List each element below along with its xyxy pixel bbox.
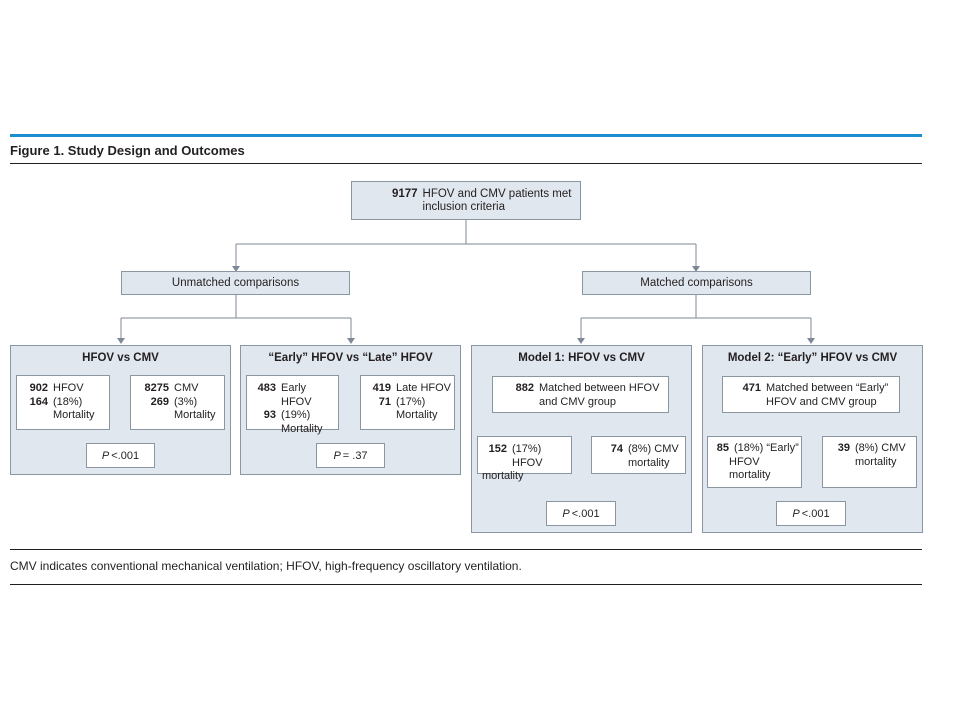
panel3-p-value-box: P<.001: [546, 501, 616, 526]
panel4-cmv-mortality-box: 39 (8%) CMV mortality: [822, 436, 917, 488]
panel4-p-label: P: [792, 507, 800, 520]
panel4-matched-box: 471 Matched between “Early” HFOV and CMV …: [722, 376, 900, 413]
panel4-cmv-deaths: 39: [837, 442, 850, 454]
panel4-early-deaths: 85: [716, 442, 729, 454]
panel1-hfov-deaths: 164: [29, 395, 48, 408]
panel2-p-value-box: P= .37: [316, 443, 385, 468]
panel1-cmv-label: CMV: [174, 382, 199, 394]
panel2-p-value: = .37: [342, 449, 368, 462]
matched-split: [581, 295, 811, 319]
panel4-p-value: <.001: [801, 507, 830, 520]
panel2-title: “Early” HFOV vs “Late” HFOV: [268, 352, 433, 364]
panel4-p-value-box: P<.001: [776, 501, 846, 526]
panel3-p-value: <.001: [571, 507, 600, 520]
panel2-early-box: 483 Early HFOV 93 (19%) Mortality: [246, 375, 339, 435]
panel3-cmv-line1: (8%) CMV: [628, 443, 679, 455]
panel1-title: HFOV vs CMV: [82, 352, 159, 364]
panel2-early-n: 483: [257, 382, 276, 394]
panel3-matched-line1: Matched between HFOV: [539, 382, 660, 394]
matched-label: Matched comparisons: [640, 277, 753, 289]
panel1-hfov-pct: (18%): [53, 395, 83, 408]
footnote-divider-top: [10, 549, 922, 550]
inclusion-text-line2: inclusion criteria: [422, 200, 505, 213]
panel3-hfov-line1: (17%) HFOV: [512, 443, 543, 469]
unmatched-label: Unmatched comparisons: [171, 277, 300, 289]
inclusion-text-line1: HFOV and CMV patients met: [422, 187, 572, 200]
panel1-cmv-deaths: 269: [150, 395, 169, 408]
panel3-title: Model 1: HFOV vs CMV: [518, 352, 645, 364]
panel1-hfov-box: 902 HFOV 164 (18%) Mortality: [16, 375, 110, 430]
figure-title: Figure 1. Study Design and Outcomes: [10, 143, 245, 158]
panel3-hfov-deaths: 152: [488, 443, 507, 455]
panel4-matched-line1: Matched between “Early”: [766, 382, 889, 394]
panel3-matched-line2: and CMV group: [539, 395, 617, 408]
panel2-early-label: Early HFOV: [281, 382, 312, 408]
panel3-cmv-mortality-box: 74 (8%) CMV mortality: [591, 436, 686, 474]
panel4-matched-line2: HFOV and CMV group: [766, 395, 877, 408]
panel1-hfov-label: HFOV: [53, 382, 84, 394]
title-divider: [10, 163, 922, 164]
panel1-cmv-n: 8275: [144, 382, 169, 394]
header-accent-rule: [10, 134, 922, 137]
panel1-hfov-n: 902: [29, 382, 48, 394]
panel4-title: Model 2: “Early” HFOV vs CMV: [727, 352, 898, 364]
panel4-early-line1: (18%) “Early”: [734, 442, 799, 454]
panel2-early-mortality: Mortality: [281, 422, 323, 435]
panel3-cmv-deaths: 74: [610, 443, 623, 455]
inclusion-count: 9177: [391, 187, 418, 200]
panel1-p-value: <.001: [111, 449, 140, 462]
panel2-early-deaths: 93: [263, 409, 276, 421]
panel1-cmv-pct: (3%): [174, 395, 198, 408]
matched-box: Matched comparisons: [582, 271, 811, 295]
panel2-late-label: Late HFOV: [396, 382, 452, 394]
panel3-matched-n: 882: [515, 382, 534, 394]
panel3-hfov-mortality-box: 152 (17%) HFOV mortality: [477, 436, 572, 482]
panel4-early-line2: HFOV: [729, 455, 760, 468]
panel2-p-label: P: [333, 449, 341, 462]
unmatched-split: [121, 295, 351, 319]
panel3-p-label: P: [562, 507, 570, 520]
figure-footnote: CMV indicates conventional mechanical ve…: [10, 559, 522, 573]
panel3-hfov-line2: mortality: [482, 470, 524, 482]
panel2-late-pct: (17%): [396, 395, 426, 408]
panel1-p-label: P: [101, 449, 110, 462]
unmatched-box: Unmatched comparisons: [121, 271, 350, 295]
panel4-cmv-line1: (8%) CMV: [855, 442, 906, 454]
inclusion-box: 9177 HFOV and CMV patients met inclusion…: [351, 181, 581, 220]
panel3-cmv-line2: mortality: [628, 456, 670, 469]
panel4-cmv-line2: mortality: [855, 455, 897, 468]
panel2-late-n: 419: [372, 382, 391, 394]
panel1-p-value-box: P<.001: [86, 443, 155, 468]
panel2-late-box: 419 Late HFOV 71 (17%) Mortality: [360, 375, 455, 430]
panel1-hfov-mortality: Mortality: [53, 409, 95, 421]
panel1-cmv-mortality: Mortality: [174, 409, 216, 421]
panel4-matched-n: 471: [742, 382, 761, 394]
panel4-early-mortality-box: 85 (18%) “Early” HFOV mortality: [707, 436, 802, 488]
panel2-late-deaths: 71: [378, 395, 391, 408]
panel2-early-pct: (19%): [281, 409, 311, 421]
panel4-early-line3: mortality: [729, 469, 771, 481]
panel3-matched-box: 882 Matched between HFOV and CMV group: [492, 376, 669, 413]
split-connector: [236, 220, 696, 245]
panel2-late-mortality: Mortality: [396, 409, 438, 421]
panel1-cmv-box: 8275 CMV 269 (3%) Mortality: [130, 375, 225, 430]
footnote-divider-bottom: [10, 584, 922, 585]
